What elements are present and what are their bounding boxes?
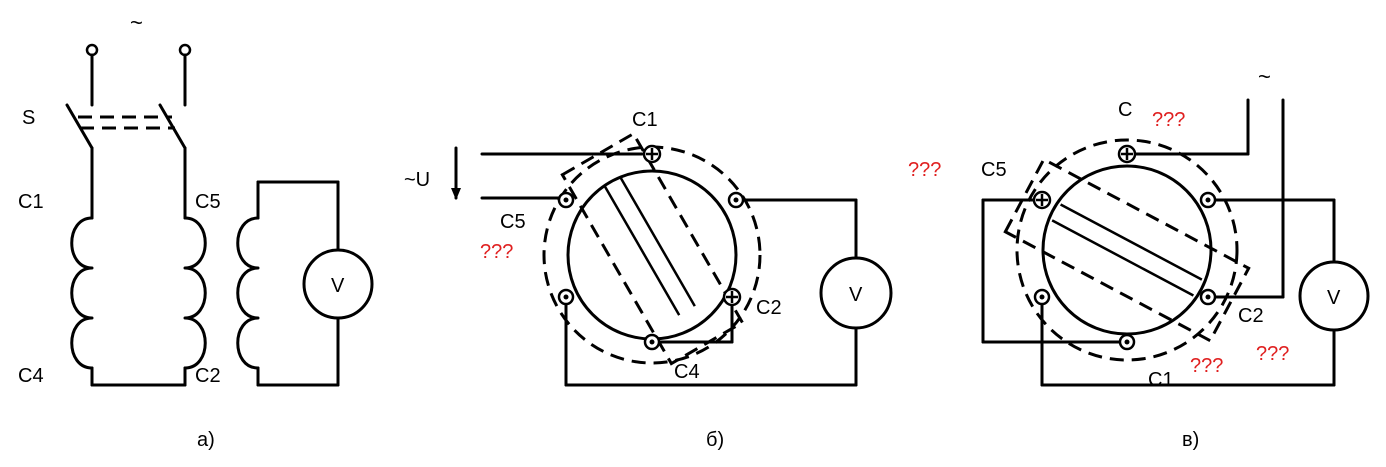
terminal-c5-label: C5 [981, 159, 1007, 181]
caption-b: б) [706, 429, 724, 451]
winding-conductor-1 [1051, 219, 1194, 297]
secondary-coil [236, 216, 260, 370]
voltmeter [819, 256, 893, 330]
unknown-label: ??? [480, 241, 513, 263]
voltmeter [302, 248, 374, 320]
unknown-label-4: ??? [1190, 355, 1223, 377]
terminal-c1-label: C1 [18, 191, 44, 213]
voltmeter-label: V [849, 284, 863, 306]
source-label: ~ [1258, 64, 1271, 89]
terminal-c1-label: C1 [632, 109, 658, 131]
voltmeter-label: V [331, 275, 345, 297]
terminal-c4-label: C4 [674, 361, 700, 383]
terminal-c2-dot [1205, 294, 1211, 300]
terminal-right-top-dot [733, 197, 739, 203]
source-label: ~ [130, 10, 143, 35]
voltmeter-label: V [1327, 287, 1341, 309]
winding-conductor-1 [603, 184, 681, 316]
stator-boundary [1015, 138, 1239, 362]
switch-label: S [22, 107, 35, 129]
terminal-c2-label: C2 [195, 365, 221, 387]
rotor [566, 169, 738, 341]
caption-c: в) [1182, 429, 1199, 451]
switch-blade-left [65, 103, 94, 150]
terminal-c2-label: C2 [756, 297, 782, 319]
terminal-c5-label: C5 [500, 211, 526, 233]
voltmeter [1298, 260, 1370, 332]
source-label: ~U [404, 169, 430, 191]
diagram-c: ??? ~ [908, 64, 1370, 451]
terminal-c-label: C [1118, 99, 1132, 121]
terminal-left-bottom-dot [1039, 294, 1045, 300]
unknown-label-3: ??? [1256, 343, 1289, 365]
terminal-right-top-dot [1205, 197, 1211, 203]
terminal-c5-dot [563, 197, 569, 203]
terminal-c4-dot [649, 339, 655, 345]
terminal-c2-label: C2 [1238, 305, 1264, 327]
winding-left-coil [70, 216, 94, 370]
winding-conductor-2 [618, 175, 696, 307]
rotor [1041, 164, 1213, 336]
diagram-b: ~U [404, 109, 893, 451]
terminal-c5-label: C5 [195, 191, 221, 213]
winding-conductor-2 [1060, 203, 1203, 281]
caption-a: а) [197, 429, 215, 451]
terminal-left-bottom-dot [563, 294, 569, 300]
winding-right-coil [183, 216, 207, 370]
voltage-arrowhead [451, 188, 461, 200]
terminal-c1-dot [1124, 339, 1130, 345]
unknown-label-1: ??? [908, 159, 941, 181]
unknown-label-2: ??? [1152, 109, 1185, 131]
diagram-a: ~ S C1 C4 C5 C2 V а) [18, 10, 374, 451]
terminal-c1-label: C1 [1148, 369, 1174, 391]
terminal-c4-label: C4 [18, 365, 44, 387]
